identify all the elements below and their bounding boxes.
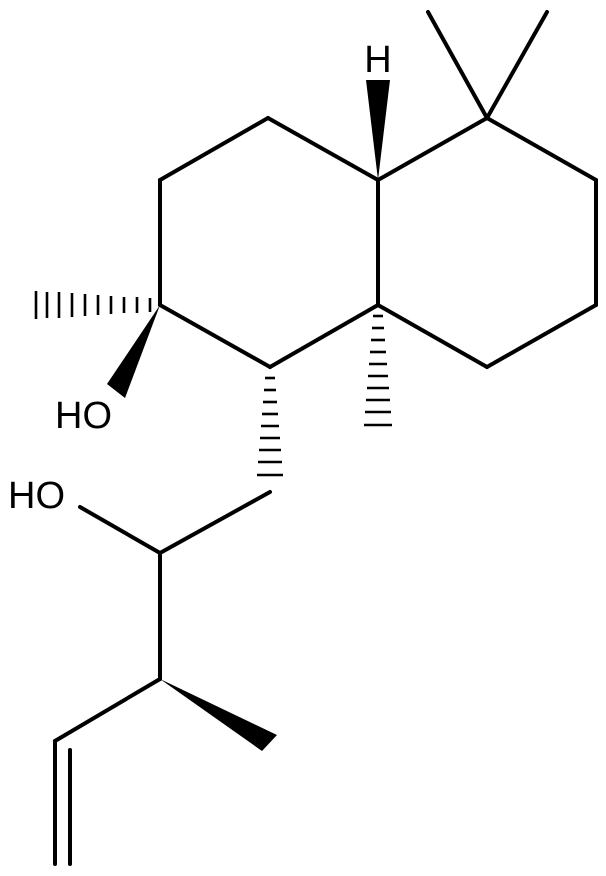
bond-chme-vinyl	[53, 677, 162, 743]
right-ring	[376, 116, 598, 369]
bond-c8-c9	[376, 116, 489, 182]
bond-ch2-choh	[158, 490, 272, 555]
bond-methyl-gem-left	[426, 10, 489, 120]
bond-methyl-gem-right	[485, 10, 549, 120]
wedge-bond-h	[366, 80, 390, 180]
bond-c2-c1	[158, 303, 272, 369]
hashed-bond-methyl-angular	[364, 314, 392, 427]
hashed-bond-sidechain	[257, 376, 283, 477]
bond-c10-c8	[266, 116, 380, 182]
bond-c9-c12	[485, 116, 598, 182]
bond-c11-c10	[158, 116, 270, 182]
atom-label-oh-chain: HO	[8, 475, 65, 517]
atom-label-h: H	[364, 39, 391, 81]
bond-c13-c14	[485, 303, 598, 369]
bond-choh-oh	[78, 505, 162, 555]
hashed-bond-methyl-left	[34, 291, 152, 319]
left-ring	[158, 116, 380, 369]
bond-c14-c7	[376, 303, 489, 369]
bond-c7-c2	[268, 303, 380, 369]
atom-label-oh-ring: HO	[55, 395, 112, 437]
wedge-bond-methyl-chain	[160, 679, 277, 751]
wedge-bond-oh	[107, 305, 160, 398]
